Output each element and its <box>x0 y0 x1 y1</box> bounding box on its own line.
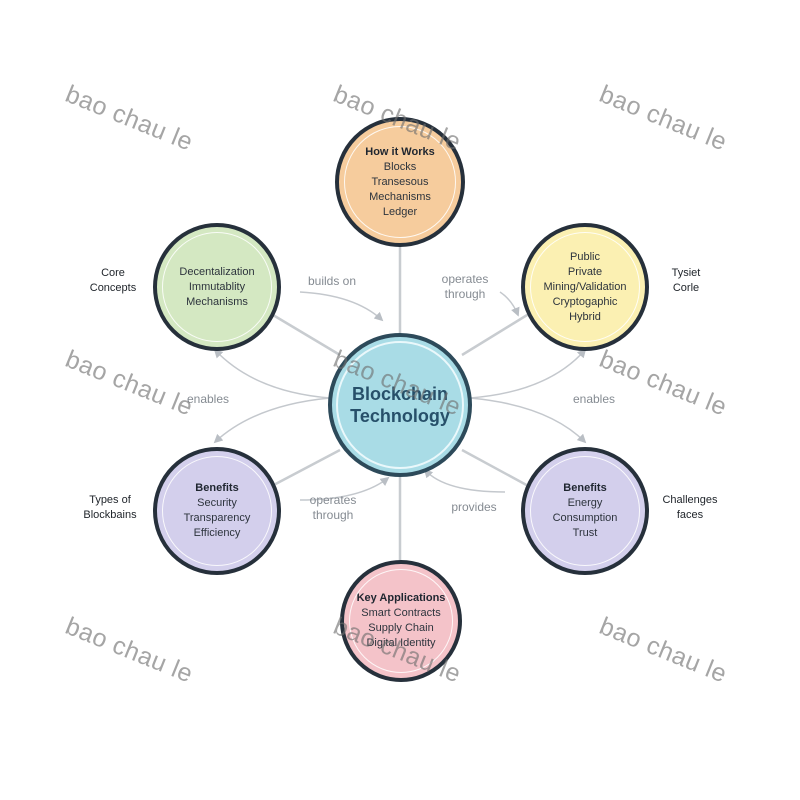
node-line: Hybrid <box>569 310 601 323</box>
node-line: Mechanisms <box>369 190 431 203</box>
label-line: Core <box>101 267 125 279</box>
label-line: Tysiet <box>671 267 701 279</box>
label-core-concepts: Core Concepts <box>78 266 148 296</box>
node-line: Trust <box>572 527 598 539</box>
node-title: Benefits <box>563 482 607 494</box>
edge-label-operates-through-bottom: operates through <box>300 493 366 523</box>
node-title: Benefits <box>195 482 239 494</box>
label-line: Blockbains <box>83 509 137 521</box>
node-title: How it Works <box>365 145 435 158</box>
arrow-enables-right-up <box>469 348 587 399</box>
label-line: Types of <box>89 494 131 506</box>
edge-label-line: operates <box>441 272 489 286</box>
node-line: Consumption <box>552 512 618 524</box>
node-line: Blocks <box>383 160 417 173</box>
label-line: Challenges <box>662 494 718 506</box>
node-line: Mining/Validation <box>543 280 627 293</box>
node-line: Immutablity <box>188 280 246 293</box>
arrow-builds-on <box>299 291 384 322</box>
node-core-concepts: Decentalization Immutablity Mechanisms <box>153 223 281 351</box>
node-key-applications: Key Applications Smart Contracts Supply … <box>340 560 462 682</box>
edge-label-enables-left: enables <box>186 392 230 406</box>
node-how-it-works: How it Works Blocks Transesous Mechanism… <box>335 117 465 247</box>
arrow-operates-through-bottom <box>299 476 390 501</box>
node-line: Cryptogaphic <box>552 295 618 308</box>
node-line: Efficiency <box>193 527 241 539</box>
edge-label-operates-through-top: operates through <box>432 272 498 302</box>
center-node-blockchain: Blockchain Technology <box>328 333 472 477</box>
edge-label-enables-right: enables <box>572 392 616 406</box>
label-line: faces <box>676 509 704 521</box>
node-line: Smart Contracts <box>361 607 441 619</box>
node-benefits-left: Benefits Security Transparency Efficienc… <box>153 447 281 575</box>
node-line: Decentalization <box>179 265 255 278</box>
node-line: Ledger <box>382 205 418 218</box>
edge-label-line: through <box>312 508 354 522</box>
node-line: Supply Chain <box>368 622 434 634</box>
connector-lower-right <box>461 448 533 490</box>
node-line: Security <box>197 497 237 509</box>
node-types: Public Private Mining/Validation Cryptog… <box>521 223 649 351</box>
label-line: Corle <box>672 282 700 294</box>
label-tysiet-corle: Tysiet Corle <box>651 266 721 296</box>
arrow-enables-left-down <box>213 397 331 444</box>
edge-label-builds-on: builds on <box>307 274 357 288</box>
label-challenges-faces: Challenges faces <box>651 493 729 523</box>
arrow-operates-through-top <box>499 291 520 317</box>
node-title: Key Applications <box>356 592 446 604</box>
arrow-enables-right-down <box>469 397 587 444</box>
label-line: Concepts <box>89 282 137 294</box>
node-line: Public <box>570 250 600 263</box>
arrow-provides <box>423 468 506 493</box>
arrow-enables-left-up <box>213 348 331 399</box>
edge-label-line: operates <box>309 493 357 507</box>
node-line: Digital Identity <box>366 637 436 649</box>
edge-label-provides: provides <box>451 500 497 514</box>
node-line: Energy <box>567 497 603 509</box>
connector-upper-left <box>267 310 341 357</box>
label-types-of-blockchains: Types of Blockbains <box>68 493 152 523</box>
node-line: Transparency <box>183 512 251 524</box>
connector-lower-left <box>267 448 341 490</box>
connector-upper-right <box>461 310 533 357</box>
node-line: Private <box>567 265 603 278</box>
node-line: Transesous <box>371 175 429 188</box>
edge-label-line: through <box>444 287 486 301</box>
node-benefits-right: Benefits Energy Consumption Trust <box>521 447 649 575</box>
node-line: Mechanisms <box>186 295 248 308</box>
